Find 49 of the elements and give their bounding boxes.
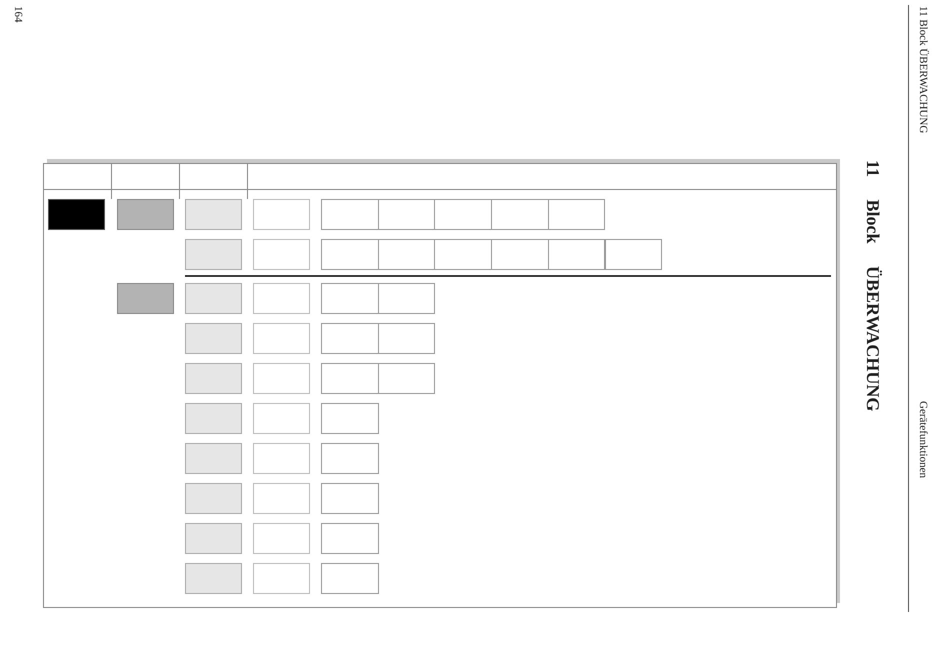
menu-box <box>548 199 606 230</box>
menu-box <box>253 523 310 554</box>
menu-box <box>253 443 310 474</box>
menu-box <box>253 199 310 230</box>
menu-box <box>185 523 242 554</box>
menu-box <box>185 403 242 434</box>
menu-box <box>321 199 379 230</box>
menu-box <box>378 239 436 270</box>
menu-box <box>253 283 310 314</box>
menu-box <box>253 363 310 394</box>
running-head: Gerätefunktionen <box>917 401 929 478</box>
menu-box <box>321 363 379 394</box>
menu-box <box>117 283 174 314</box>
menu-box <box>185 283 242 314</box>
menu-box <box>253 483 310 514</box>
chapter-heading: 11 Block ÜBERWACHUNG <box>862 160 883 412</box>
menu-box <box>117 199 174 230</box>
menu-box <box>321 523 379 554</box>
menu-box <box>321 443 379 474</box>
menu-box <box>378 363 436 394</box>
menu-box <box>48 199 105 230</box>
menu-box <box>253 403 310 434</box>
menu-box <box>548 239 606 270</box>
menu-box <box>321 403 379 434</box>
menu-box <box>185 199 242 230</box>
menu-box <box>185 239 242 270</box>
menu-box <box>604 239 662 270</box>
menu-box <box>378 199 436 230</box>
menu-box <box>321 483 379 514</box>
menu-box <box>321 563 379 594</box>
menu-box <box>321 283 379 314</box>
menu-box <box>253 563 310 594</box>
menu-box <box>185 563 242 594</box>
menu-box <box>185 363 242 394</box>
menu-box <box>491 239 549 270</box>
menu-box <box>434 239 492 270</box>
page-number: 164 <box>12 6 24 22</box>
menu-box <box>185 443 242 474</box>
menu-box <box>253 323 310 354</box>
running-head: 11 Block ÜBERWACHUNG <box>917 6 929 134</box>
menu-box <box>378 283 436 314</box>
menu-box <box>434 199 492 230</box>
menu-box <box>253 239 310 270</box>
menu-box <box>491 199 549 230</box>
menu-box <box>321 239 379 270</box>
menu-box <box>185 483 242 514</box>
menu-box <box>321 323 379 354</box>
menu-box <box>185 323 242 354</box>
menu-box <box>378 323 436 354</box>
